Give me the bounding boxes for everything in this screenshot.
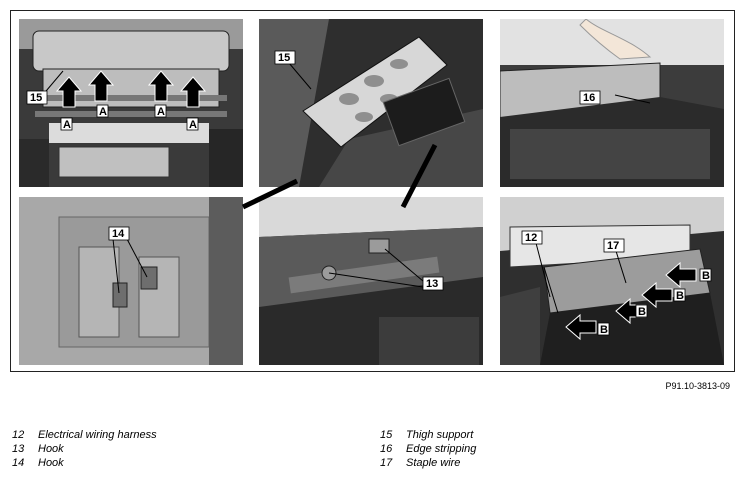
svg-text:B: B — [702, 270, 710, 282]
photo-panel-2: 15 — [259, 19, 483, 187]
photo-panel-1: A A A A 15 — [19, 19, 243, 187]
hook-seat-illustration: 13 — [259, 197, 483, 365]
svg-text:A: A — [157, 106, 165, 118]
photo-panel-3: 16 — [500, 19, 724, 187]
svg-text:B: B — [676, 290, 684, 302]
figure-reference: P91.10-3813-09 — [665, 381, 730, 391]
label-a-group: A A A A — [60, 104, 199, 131]
callout-15-panel-1: 15 — [30, 92, 42, 104]
svg-text:B: B — [638, 306, 646, 318]
callout-13-panel-5: 13 — [426, 278, 438, 290]
photo-panel-5: 13 — [259, 197, 483, 365]
callout-12-panel-6: 12 — [525, 232, 537, 244]
callout-17-panel-6: 17 — [607, 240, 619, 252]
hook-detail-illustration: 14 — [19, 197, 243, 365]
edge-stripping-illustration: 16 — [500, 19, 724, 187]
svg-text:A: A — [63, 119, 71, 131]
svg-text:B: B — [600, 324, 608, 336]
svg-text:A: A — [99, 106, 107, 118]
callout-16-panel-3: 16 — [583, 92, 595, 104]
thigh-support-illustration: 15 — [259, 19, 483, 187]
photo-panel-6: B B B B 12 17 — [500, 197, 724, 365]
label-b-group: B B B B — [597, 268, 712, 336]
callout-14-panel-4: 14 — [112, 228, 125, 240]
callout-15-panel-2: 15 — [278, 52, 290, 64]
seat-frame-illustration: A A A A 15 — [19, 19, 243, 187]
staple-wire-illustration: B B B B 12 17 — [500, 197, 724, 365]
photo-panel-4: 14 — [19, 197, 243, 365]
figure-frame: A A A A 15 — [10, 10, 735, 372]
svg-text:A: A — [189, 119, 197, 131]
